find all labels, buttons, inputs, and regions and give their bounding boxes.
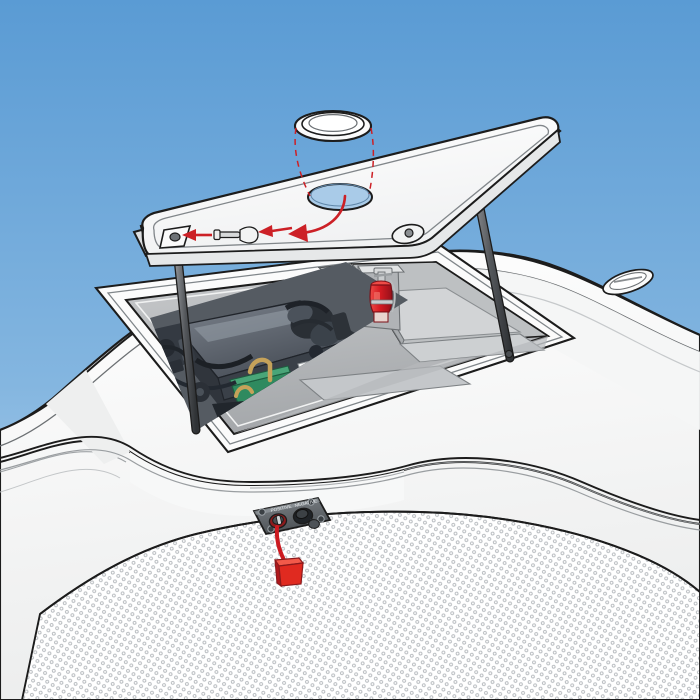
latch-arrows	[182, 225, 293, 241]
engine-lift-bracket-1	[247, 357, 273, 383]
alignment-guides	[294, 127, 375, 197]
battery-switch-panel[interactable]: POSITIVE NEGATIVE	[252, 496, 332, 588]
battery-panel-label-positive: POSITIVE	[270, 504, 292, 513]
battery-cable	[274, 525, 286, 562]
latch-pin-collar	[213, 229, 221, 241]
gunwale-edge	[427, 250, 700, 336]
extinguisher-label	[374, 292, 380, 301]
extinguisher-hose	[389, 279, 396, 313]
install-arrow-curve	[300, 194, 347, 235]
deck-plate[interactable]	[293, 109, 373, 143]
battery-block-face	[278, 562, 304, 587]
hull-shadow-wedge	[46, 370, 130, 464]
hatch-hinge	[391, 223, 425, 245]
latch-bracket[interactable]	[158, 225, 192, 249]
bay-floor-aft	[234, 336, 548, 434]
deck-cleat-bar	[613, 276, 643, 283]
battery-terminal-positive[interactable]	[268, 512, 288, 529]
extinguisher-handle	[373, 272, 393, 278]
battery-terminal-negative[interactable]	[292, 507, 320, 530]
engine-lift-bracket-2	[234, 385, 254, 398]
latch-pin-shaft	[217, 231, 241, 239]
battery-panel-label-negative: NEGATIVE	[294, 498, 317, 508]
battery-panel-bevel	[254, 498, 320, 515]
panel-screw-tr	[307, 498, 315, 506]
hull-chine-2	[0, 469, 121, 493]
extinguisher-body[interactable]	[369, 284, 393, 313]
latch-arrow-right-head	[258, 225, 273, 237]
guide-line-right	[368, 127, 375, 195]
fire-extinguisher[interactable]	[369, 267, 396, 323]
guide-line-left	[294, 127, 311, 197]
latch-pin-head	[239, 226, 259, 244]
engine-cover-highlight	[194, 310, 300, 342]
deck-crease-2	[249, 471, 405, 489]
cockpit-coaming-top	[0, 435, 700, 521]
engine-hose-1	[194, 353, 254, 370]
extinguisher-base	[373, 311, 389, 323]
engine-manifold-cluster	[284, 300, 352, 359]
panel-screw-br	[317, 515, 325, 523]
latch-arrow-right-shaft	[271, 226, 293, 233]
deck-plate-center	[308, 113, 358, 132]
latch-bracket-hole	[169, 232, 181, 242]
foreground-hull-edges	[0, 435, 700, 531]
vent-hole[interactable]	[307, 183, 373, 211]
hatch-lid[interactable]	[132, 116, 562, 267]
deck-cleat-inner	[609, 271, 647, 291]
cockpit-front-face	[130, 452, 404, 516]
install-arrow-head	[288, 224, 308, 242]
deck-cleat[interactable]	[600, 264, 656, 299]
extinguisher-neck	[377, 271, 386, 283]
hatch-lid-inner-line	[152, 124, 550, 249]
battery-terminal-block[interactable]	[273, 557, 305, 588]
deck-plate-install-arrow	[288, 194, 347, 242]
hatch-lid-lip	[144, 128, 561, 267]
cockpit-coaming-inner	[0, 449, 700, 531]
gas-strut-left-body	[172, 236, 200, 434]
nonskid-border	[39, 510, 700, 615]
vent-hole-inner-edge	[310, 183, 370, 207]
extinguisher-strap	[370, 299, 394, 305]
latch-pin-assembly[interactable]	[213, 226, 259, 244]
deck-crease-1	[403, 461, 700, 525]
panel-screw-tl	[258, 508, 266, 516]
latch-arrow-left-head	[182, 229, 196, 241]
gas-strut-right-lower-pivot	[504, 349, 514, 359]
